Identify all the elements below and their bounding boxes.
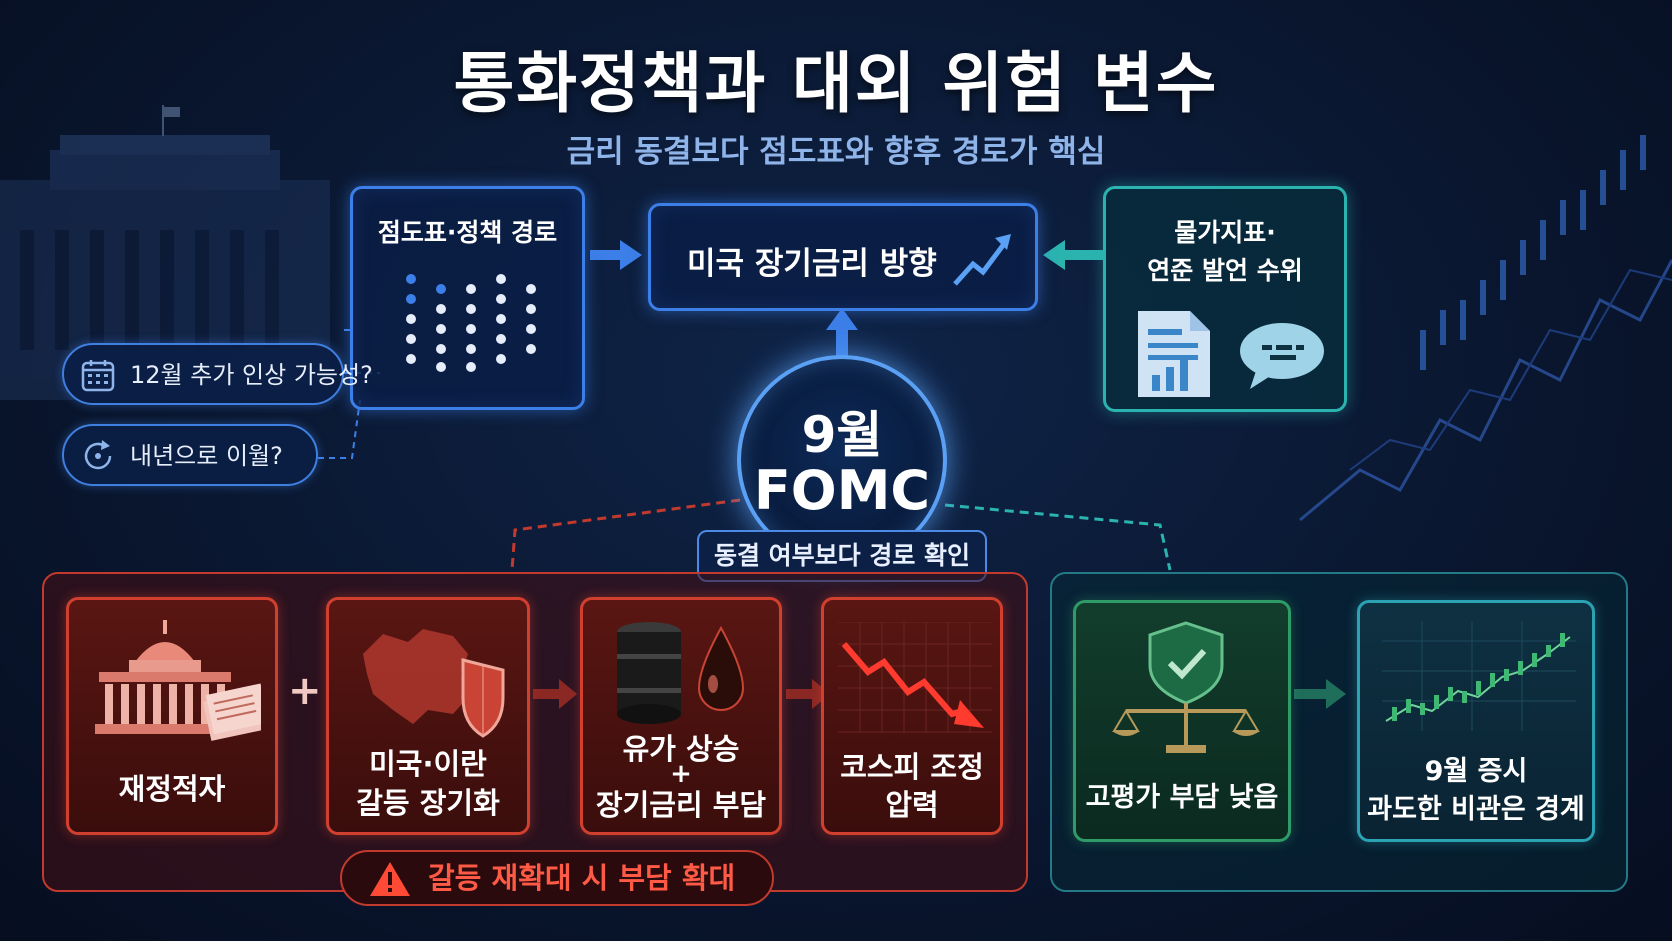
fomc-label: FOMC	[753, 459, 931, 522]
inflation-label-line1: 물가지표·	[1174, 218, 1276, 247]
pill-label: 내년으로 이월?	[130, 442, 283, 470]
background-rising-chart	[1299, 135, 1672, 522]
card-label: 갈등 장기화	[356, 786, 500, 820]
card-label: 과도한 비관은 경계	[1367, 794, 1585, 825]
dot-plot-box: 점도표·정책 경로	[350, 186, 585, 410]
inflation-speech-box: 물가지표· 연준 발언 수위	[1103, 186, 1347, 412]
card-low-valuation: 고평가 부담 낮음	[1073, 600, 1291, 842]
report-document-icon	[1138, 311, 1210, 397]
refresh-icon	[84, 440, 112, 470]
card-oil-price: 유가 상승 + 장기금리 부담	[580, 597, 782, 835]
pill-next-year: 내년으로 이월?	[62, 424, 318, 486]
long-term-rate-box: 미국 장기금리 방향	[648, 203, 1038, 311]
card-us-iran-conflict: 미국·이란 갈등 장기화	[326, 597, 530, 835]
card-label: 미국·이란	[369, 747, 487, 781]
warning-text: 갈등 재확대 시 부담 확대	[428, 861, 736, 895]
card-label: 9월 증시	[1424, 756, 1528, 787]
arrow-right-icon	[590, 240, 642, 270]
card-label: 고평가 부담 낮음	[1085, 782, 1279, 813]
card-september-market: 9월 증시 과도한 비관은 경계	[1357, 600, 1595, 842]
pill-december-hike: 12월 추가 인상 가능성?	[62, 343, 373, 405]
long-term-rate-label: 미국 장기금리 방향	[687, 246, 937, 282]
card-label: 코스피 조정	[840, 750, 984, 784]
calendar-icon	[81, 360, 115, 392]
warning-triangle-icon	[370, 862, 410, 896]
rising-arrow-icon	[953, 234, 1011, 286]
oil-barrel-drop-icon	[617, 622, 745, 724]
card-label: 장기금리 부담	[595, 788, 767, 822]
dot-plot-icon	[406, 274, 536, 372]
plus-sign: +	[288, 668, 322, 714]
fomc-month: 9월	[801, 406, 883, 464]
card-fiscal-deficit: 재정적자	[66, 597, 278, 835]
pill-label: 12월 추가 인상 가능성?	[130, 361, 373, 389]
shield-scale-icon	[1112, 621, 1260, 753]
map-shield-icon	[363, 629, 505, 738]
rising-candle-chart-icon	[1382, 621, 1576, 731]
falling-chart-icon	[838, 622, 992, 733]
page-title: 통화정책과 대외 위험 변수	[453, 45, 1219, 122]
warning-pill: 갈등 재확대 시 부담 확대	[340, 850, 774, 906]
arrow-left-icon	[1043, 240, 1103, 270]
card-label: 유가 상승	[622, 732, 740, 766]
speech-bubble-icon	[1240, 323, 1324, 389]
page-subtitle: 금리 동결보다 점도표와 향후 경로가 핵심	[566, 134, 1106, 170]
capitol-building-icon	[95, 620, 261, 741]
arrow-up-icon	[826, 308, 858, 358]
inflation-label-line2: 연준 발언 수위	[1147, 256, 1303, 285]
card-label: 압력	[885, 788, 939, 822]
card-kospi-pressure: 코스피 조정 압력	[821, 597, 1003, 835]
card-label: 재정적자	[118, 772, 226, 806]
dot-plot-label: 점도표·정책 경로	[377, 218, 558, 247]
card-label: +	[670, 759, 692, 789]
